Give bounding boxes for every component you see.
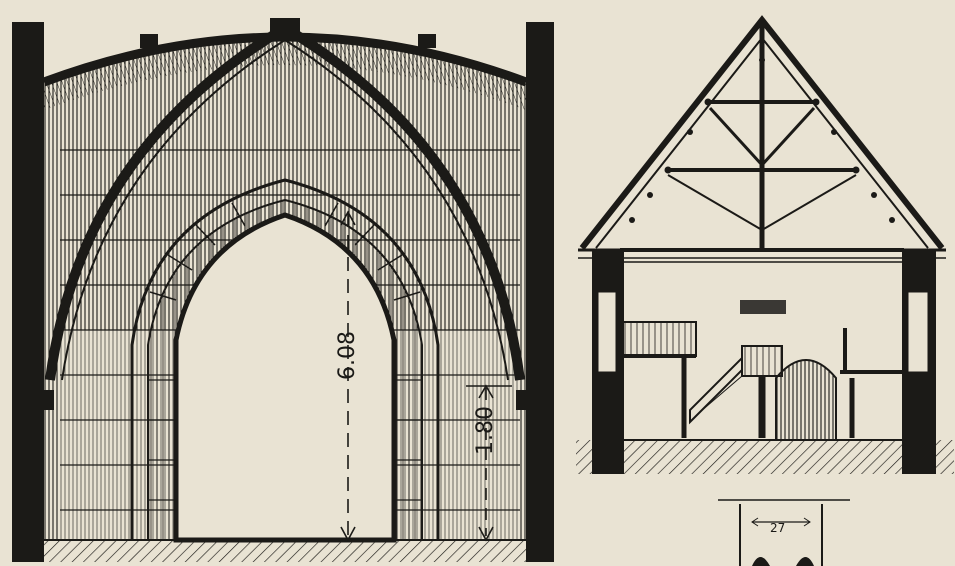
arch-height-label: 6.08 xyxy=(335,331,360,380)
gallery xyxy=(621,321,697,438)
vault-web xyxy=(44,35,526,110)
keystone xyxy=(270,18,300,38)
detail-plan: 27 xyxy=(718,499,850,566)
jamb-stones xyxy=(148,379,422,501)
detail-width-label: 27 xyxy=(770,521,785,535)
truss-pegs xyxy=(629,57,895,223)
pulpit-stair xyxy=(689,355,743,425)
floor-hatch xyxy=(44,540,526,562)
voussoir-joints xyxy=(149,202,421,301)
roof-truss xyxy=(579,15,945,252)
hall-cross-section xyxy=(576,15,954,474)
hall-arch xyxy=(775,359,837,441)
right-wall xyxy=(526,22,554,562)
left-wall xyxy=(12,22,44,562)
arch-height-dimension xyxy=(340,210,356,542)
pulpit xyxy=(741,345,783,438)
hall-floor xyxy=(576,440,954,474)
arch-opening xyxy=(173,212,397,543)
impost-height-label: 1.80 xyxy=(473,406,498,455)
wall-tablet xyxy=(740,300,786,314)
impost-height-dimension xyxy=(466,384,512,542)
vault-section: 6.08 1.80 xyxy=(12,18,554,562)
arch-outer xyxy=(130,178,440,540)
right-gallery xyxy=(840,328,902,438)
